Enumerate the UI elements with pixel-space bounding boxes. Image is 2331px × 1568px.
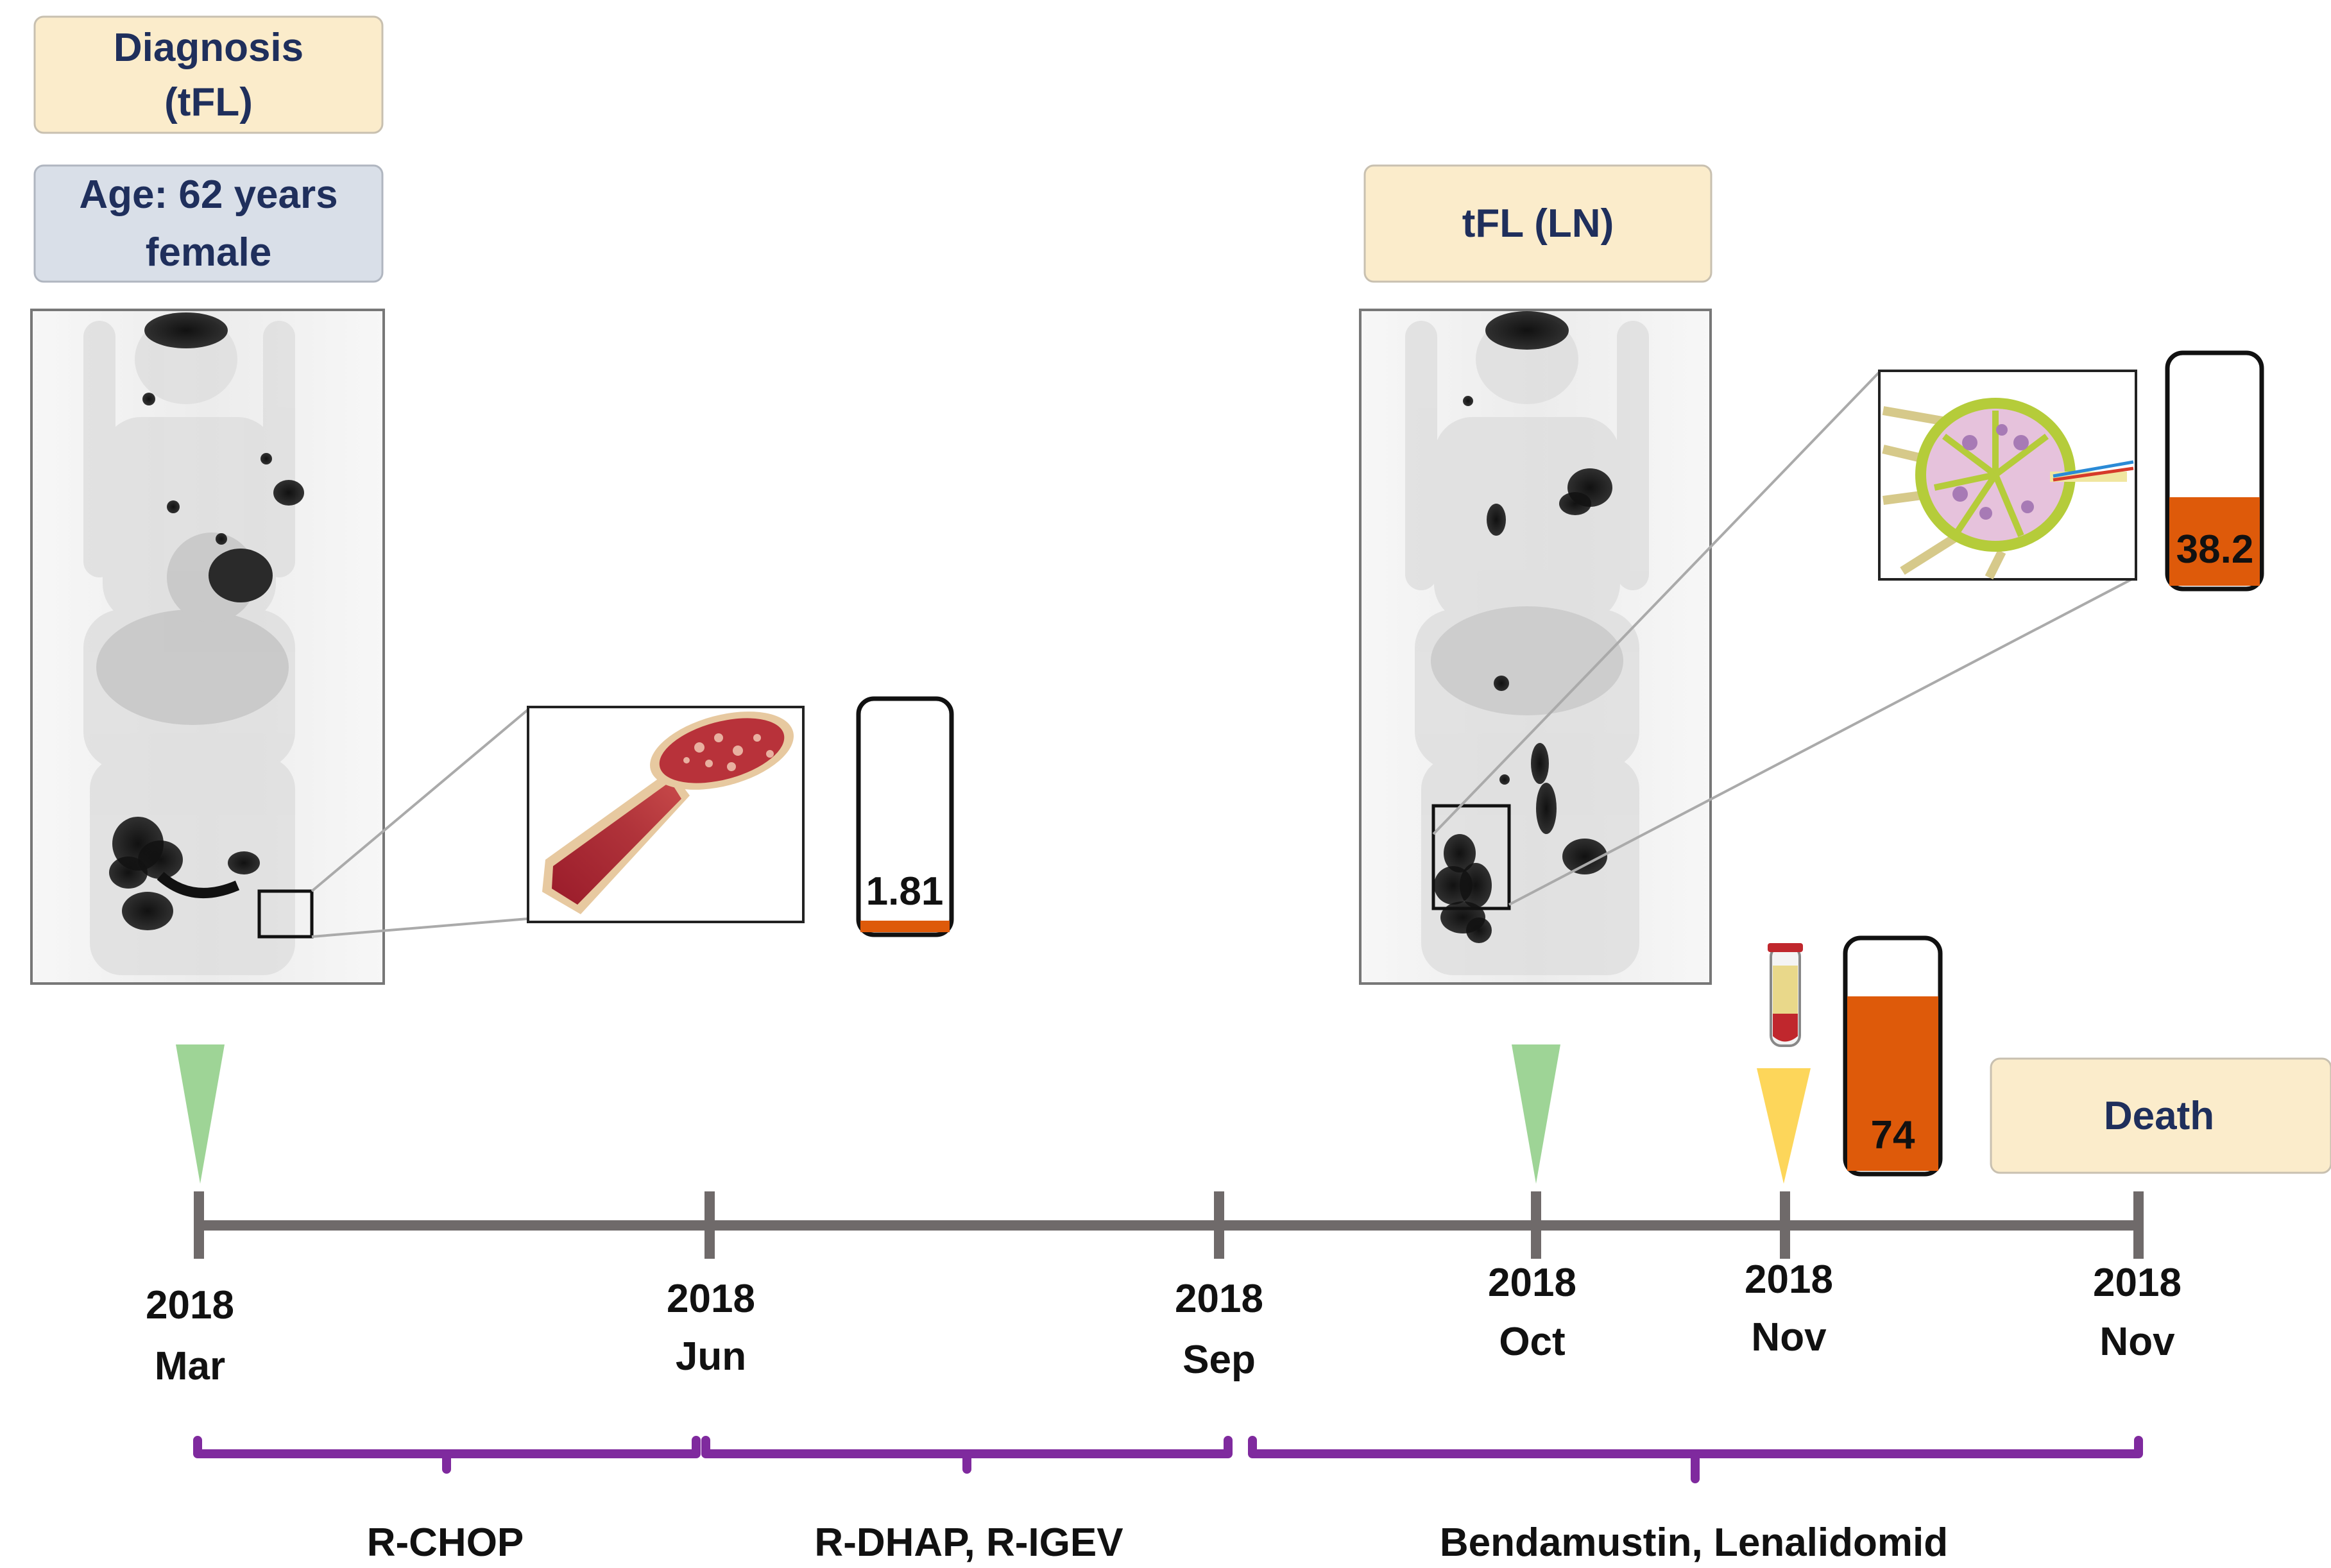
tick-month-6: Nov [2099, 1320, 2175, 1364]
blood-draw-marker [1757, 1068, 1811, 1184]
lymph-node-gauge: 38.2 [2165, 350, 2264, 592]
diagnosis-label-line1: Diagnosis [114, 26, 303, 70]
age-label-line1: Age: 62 years [79, 173, 337, 217]
death-box: Death [1990, 1057, 2331, 1174]
bracket-r-dhap [701, 1436, 1233, 1474]
tick-month-5: Nov [1751, 1315, 1827, 1359]
pet-scan-relapse [1359, 309, 1712, 985]
tick-labels: 2018 Mar 2018 Jun 2018 Sep 2018 Oct 2018… [146, 1257, 2182, 1388]
blood-gauge-value: 74 [1871, 1113, 1915, 1157]
zoom-lines-bone [311, 708, 529, 938]
lymph-node-gauge-fill [2169, 497, 2260, 586]
lymph-node-roi [1431, 804, 1511, 910]
tick-year-6: 2018 [2093, 1261, 2182, 1305]
patient-age-box: Age: 62 years female [33, 164, 384, 283]
pet-scan-marker-1 [176, 1044, 225, 1184]
tick-year-1: 2018 [146, 1283, 234, 1327]
tick-year-5: 2018 [1745, 1257, 1833, 1302]
timeline-axis [194, 1191, 2144, 1259]
diagnosis-label-line2: (tFL) [164, 80, 253, 124]
tick-month-4: Oct [1499, 1320, 1565, 1364]
tick-year-2: 2018 [667, 1277, 755, 1321]
blood-gauge-fill [1847, 996, 1938, 1171]
tick-year-4: 2018 [1488, 1261, 1576, 1305]
therapy-label-3: Bendamustin, Lenalidomid [1440, 1521, 1948, 1565]
therapy-labels: R-CHOP R-DHAP, R-IGEV Bendamustin, Lenal… [367, 1521, 1948, 1565]
pet-scan-diagnosis [30, 309, 385, 985]
lymph-node-gauge-value: 38.2 [2176, 527, 2254, 572]
tick-year-3: 2018 [1175, 1277, 1263, 1321]
therapy-label-2: R-DHAP, R-IGEV [814, 1521, 1123, 1565]
tfl-ln-box: tFL (LN) [1363, 164, 1712, 283]
bone-marrow-inset [527, 706, 805, 923]
therapy-brackets [193, 1436, 2143, 1483]
tick-month-3: Sep [1183, 1338, 1256, 1382]
bone-marrow-gauge-fill [860, 921, 950, 932]
tfl-ln-label: tFL (LN) [1462, 201, 1614, 246]
bone-marrow-gauge: 1.81 [856, 696, 954, 937]
bracket-bendamustin [1248, 1436, 2143, 1483]
blood-gauge: 74 [1843, 935, 1943, 1177]
lymph-node-inset [1878, 370, 2137, 581]
age-label-line2: female [146, 230, 271, 275]
bone-marrow-roi [257, 889, 314, 939]
tick-month-1: Mar [155, 1344, 225, 1388]
zoom-lines-lymph-node [1432, 371, 2136, 906]
markers [176, 1044, 1811, 1184]
bone-marrow-gauge-value: 1.81 [866, 869, 944, 914]
diagnosis-box: Diagnosis (tFL) [33, 15, 384, 134]
blood-tube-icon [1768, 943, 1803, 1047]
tick-month-2: Jun [676, 1334, 746, 1379]
pet-scan-marker-2 [1512, 1044, 1560, 1184]
bracket-r-chop [193, 1436, 701, 1474]
death-label: Death [2104, 1094, 2214, 1138]
therapy-label-1: R-CHOP [367, 1521, 524, 1565]
